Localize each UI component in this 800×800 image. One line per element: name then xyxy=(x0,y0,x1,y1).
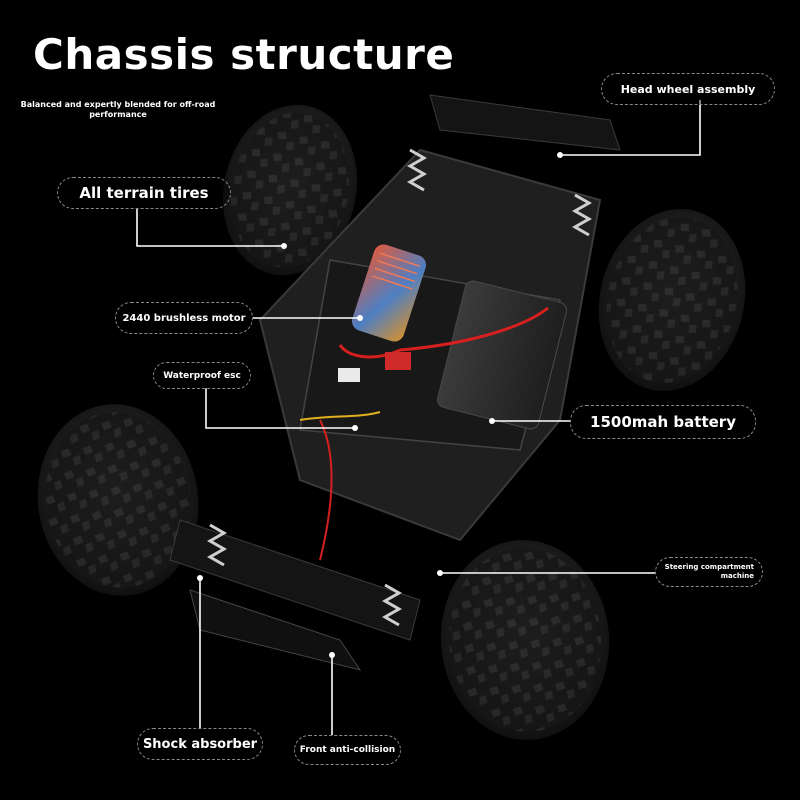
brushless-motor xyxy=(352,244,426,342)
callout-shock-absorber: Shock absorber xyxy=(137,728,263,760)
tire-rear-right-lower xyxy=(440,540,610,740)
power-connector xyxy=(385,352,411,370)
page-title: Chassis structure xyxy=(33,30,455,79)
esc-connector xyxy=(338,368,360,382)
callout-steering-compartment: Steering compartment machine xyxy=(655,557,763,587)
tire-front-left xyxy=(223,104,357,276)
page-subtitle: Balanced and expertly blended for off-ro… xyxy=(20,100,216,119)
wiring xyxy=(299,306,549,561)
shock-absorbers xyxy=(206,148,593,627)
tire-rear-right xyxy=(598,209,746,391)
callout-leader-lines xyxy=(136,100,701,735)
callout-battery: 1500mah battery xyxy=(570,405,756,439)
callout-brushless-motor: 2440 brushless motor xyxy=(115,302,253,334)
callout-all-terrain-tires: All terrain tires xyxy=(57,177,231,209)
callout-waterproof-esc: Waterproof esc xyxy=(153,362,251,389)
callout-front-anti-collision: Front anti-collision xyxy=(294,735,401,765)
tire-front-left-lower xyxy=(37,404,199,596)
callout-head-wheel-assembly: Head wheel assembly xyxy=(601,73,775,105)
